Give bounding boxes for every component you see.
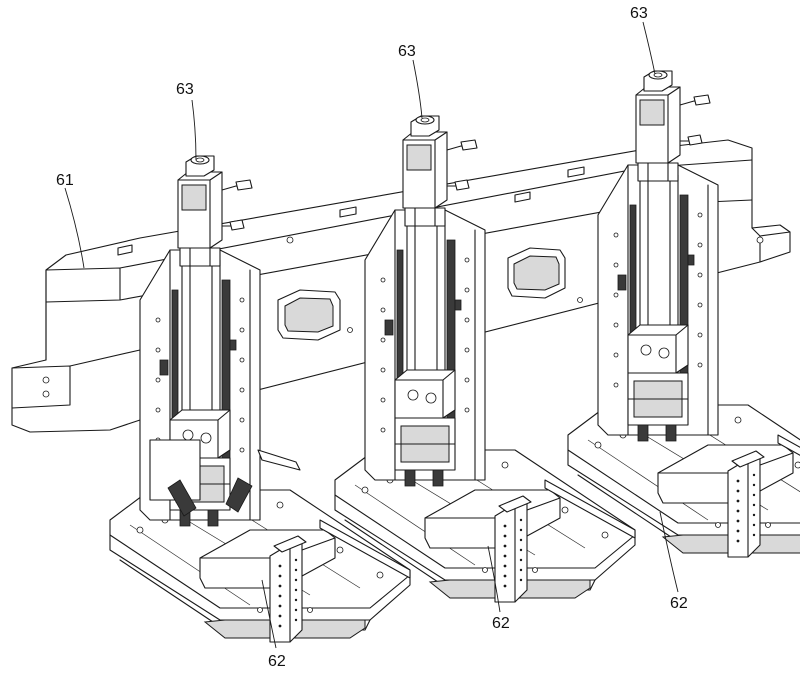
leader-63-middle (413, 60, 422, 118)
label-63-motor-right: 63 (630, 5, 648, 22)
label-63-motor-middle: 63 (398, 43, 416, 60)
module-right (568, 71, 800, 557)
label-62-stage-middle: 62 (492, 615, 510, 632)
leader-63-right (643, 22, 655, 74)
leader-63-left (192, 100, 196, 160)
label-62-stage-right: 62 (670, 595, 688, 612)
label-61-frame: 61 (56, 172, 74, 189)
label-62-stage-left: 62 (268, 653, 286, 670)
label-63-motor-left: 63 (176, 81, 194, 98)
